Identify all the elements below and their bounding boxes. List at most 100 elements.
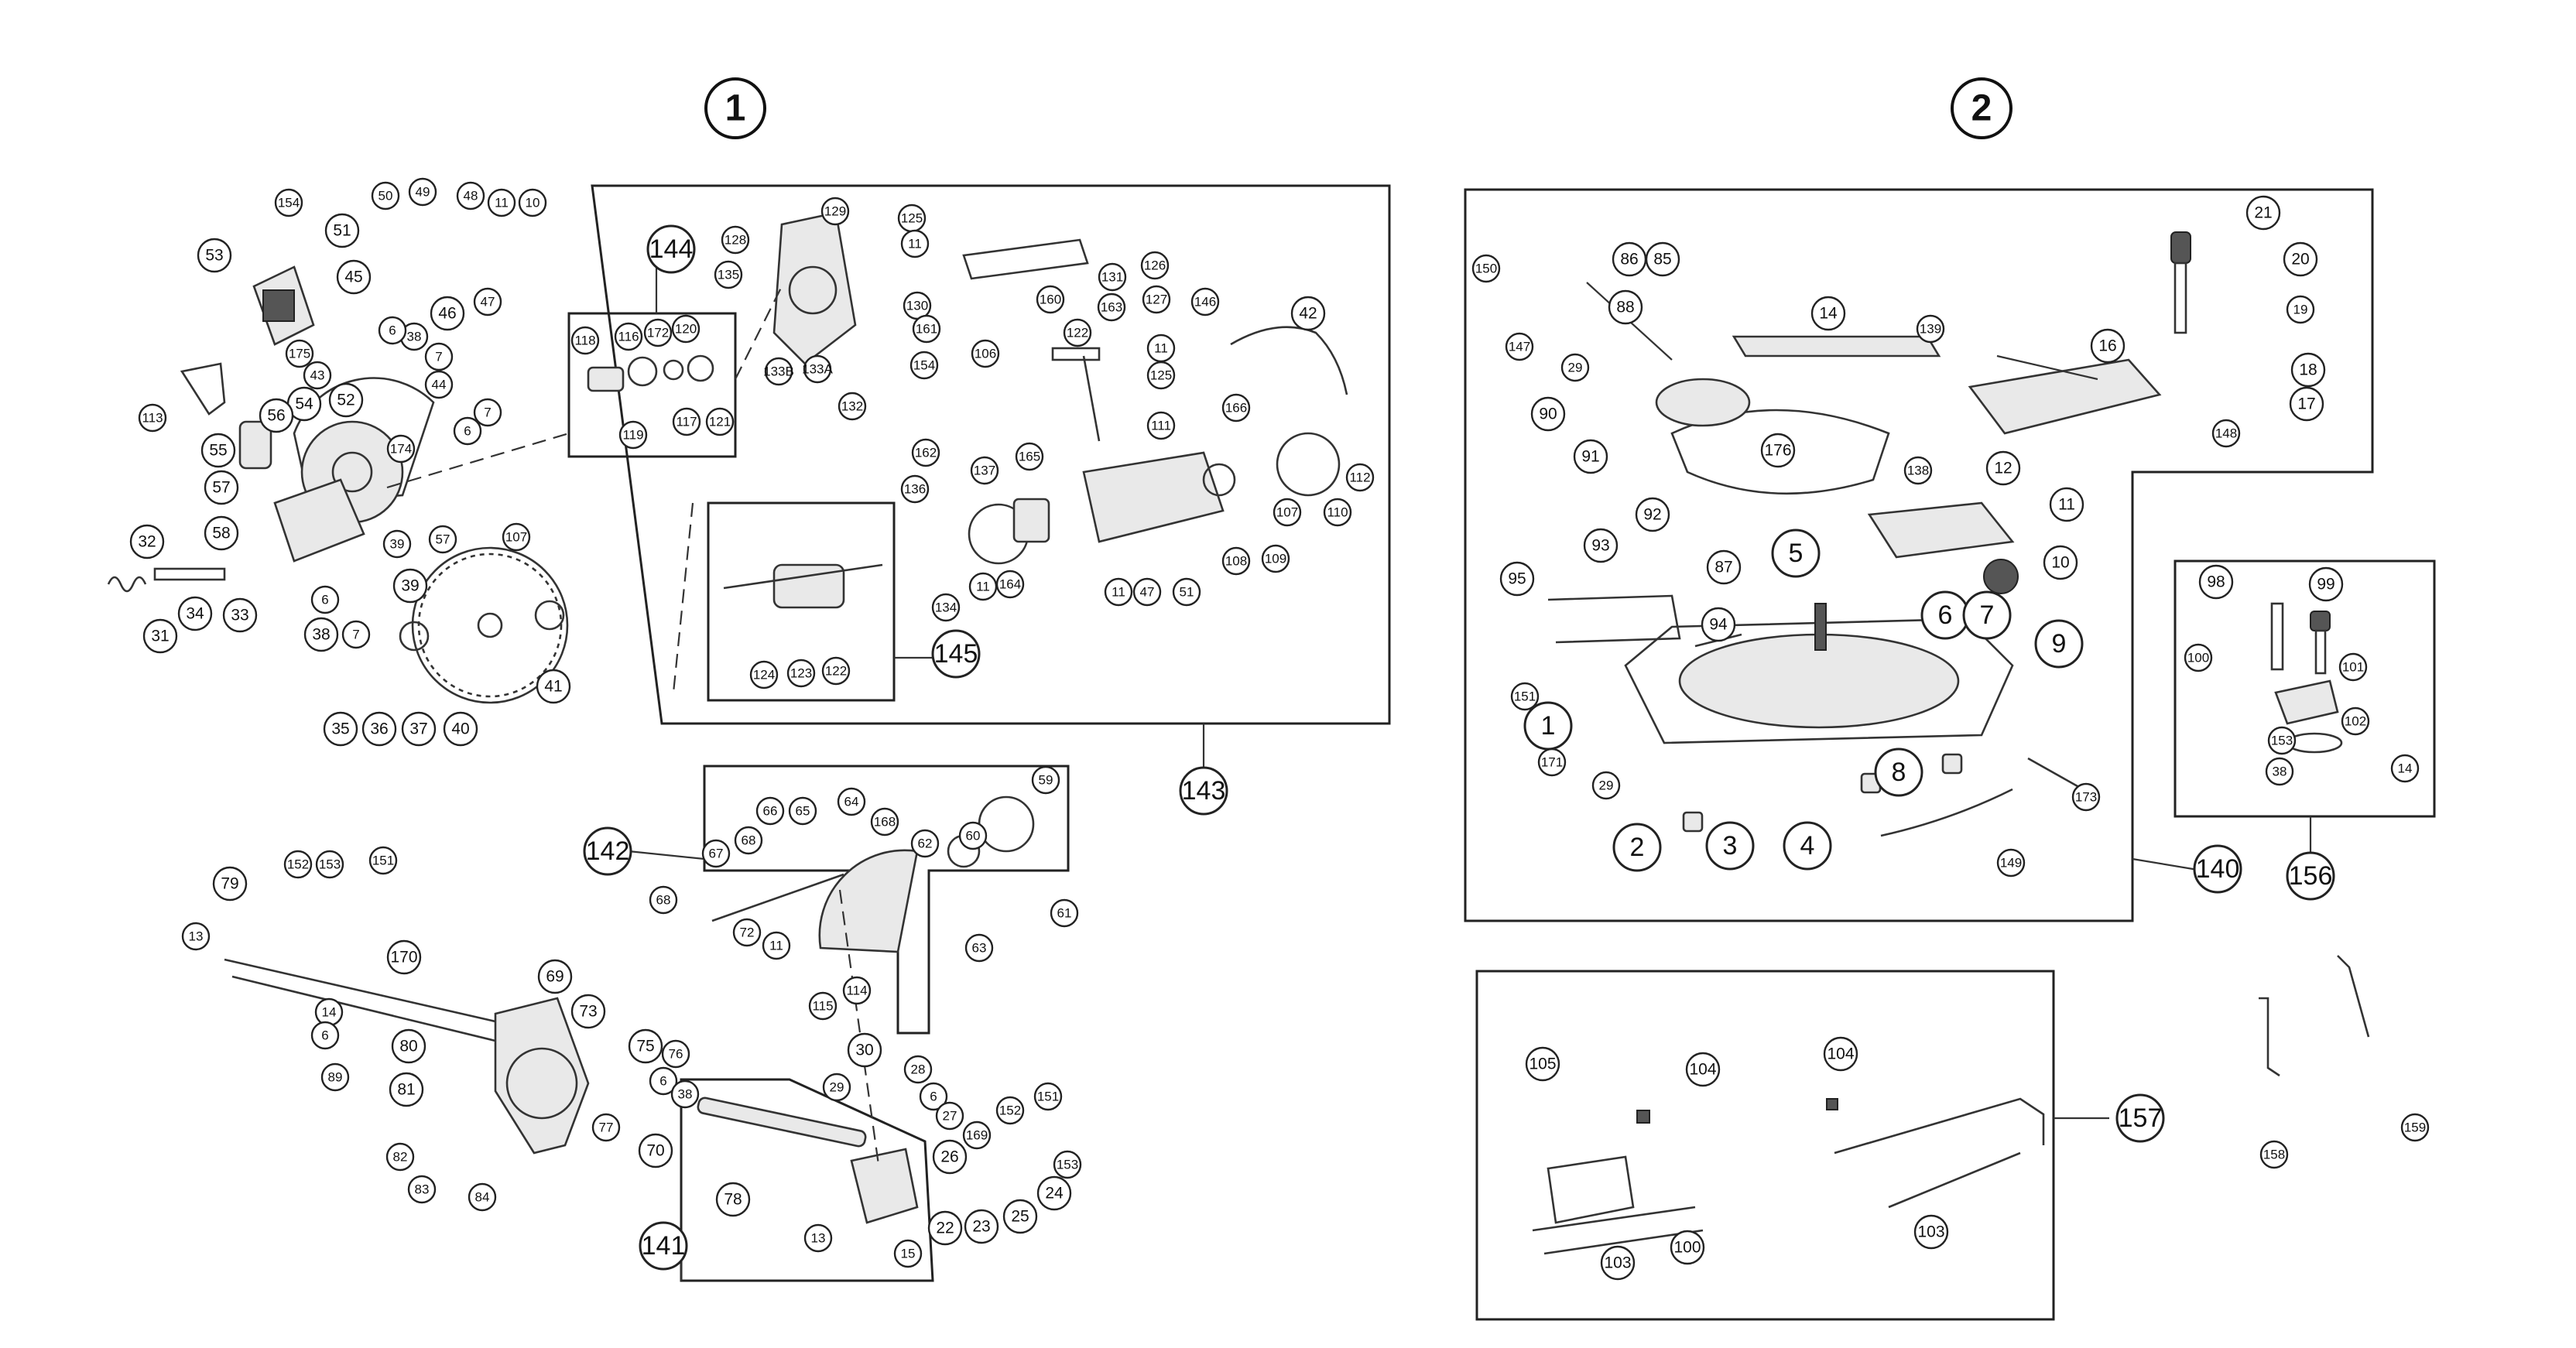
callout-33: 33 xyxy=(222,597,258,633)
callout-number: 90 xyxy=(1539,405,1557,423)
callout-bubble xyxy=(838,392,867,421)
callout-bubble xyxy=(1050,898,1079,928)
callout-number: 11 xyxy=(495,196,509,210)
callout-number: 153 xyxy=(319,857,341,872)
callout-bubble xyxy=(1036,285,1065,314)
callout-number: 95 xyxy=(1508,570,1526,588)
callout-172: 172 xyxy=(643,318,673,347)
callout-bubble xyxy=(1583,528,1619,563)
callout-56: 56 xyxy=(259,398,294,433)
callout-bubble xyxy=(378,316,407,345)
callout-number: 6 xyxy=(659,1074,666,1089)
callout-number: 144 xyxy=(649,234,694,264)
callout-103: 103 xyxy=(1913,1214,1949,1250)
callout-11: 11 xyxy=(487,188,516,217)
callout-77: 77 xyxy=(591,1113,621,1142)
callout-number: 102 xyxy=(2345,714,2366,729)
callout-number: 6 xyxy=(321,1028,328,1043)
callout-6: 6 xyxy=(310,585,340,614)
callout-number: 154 xyxy=(278,196,300,210)
callout-number: 21 xyxy=(2254,204,2272,222)
callout-86: 86 xyxy=(1612,241,1647,277)
callout-number: 107 xyxy=(1276,505,1298,520)
callout-number: 93 xyxy=(1591,537,1609,555)
callout-bubble xyxy=(847,1032,882,1068)
callout-111: 111 xyxy=(1146,411,1176,440)
callout-117: 117 xyxy=(672,407,701,436)
callout-122: 122 xyxy=(1063,318,1092,347)
callout-number: 10 xyxy=(2051,554,2069,572)
callout-bubble xyxy=(591,1113,621,1142)
callout-bubble xyxy=(1172,577,1201,607)
callout-bubble xyxy=(803,1223,833,1253)
callout-80: 80 xyxy=(391,1028,426,1064)
callout-115: 115 xyxy=(808,991,838,1021)
callout-30: 30 xyxy=(847,1032,882,1068)
callout-number: 146 xyxy=(1194,295,1216,310)
callout-bubble xyxy=(786,659,816,688)
callout-148: 148 xyxy=(2211,419,2241,448)
callout-bubble xyxy=(788,796,817,826)
callout-number: 51 xyxy=(1180,585,1194,600)
callout-bubble xyxy=(283,850,313,879)
callout-bubble xyxy=(1874,748,1923,797)
callout-bubble xyxy=(1996,848,2026,878)
callout-55: 55 xyxy=(200,433,236,468)
callout-bubble xyxy=(401,711,437,747)
callout-107: 107 xyxy=(1273,498,1302,527)
callout-number: 29 xyxy=(830,1080,844,1095)
callout-9: 9 xyxy=(2034,619,2084,669)
callout-bubble xyxy=(1063,318,1092,347)
callout-number: 101 xyxy=(2342,660,2364,675)
callout-bubble xyxy=(1573,439,1608,474)
callout-29: 29 xyxy=(1560,353,1590,382)
callout-105: 105 xyxy=(1525,1046,1560,1082)
callout-6: 6 xyxy=(453,416,482,446)
callout-173: 173 xyxy=(2071,782,2101,812)
callout-68: 68 xyxy=(649,885,678,915)
callout-bubble xyxy=(1146,361,1176,390)
callout-40: 40 xyxy=(443,711,478,747)
callout-127: 127 xyxy=(1142,285,1171,314)
callout-bubble xyxy=(893,1239,923,1268)
callout-2: 2 xyxy=(1612,823,1662,872)
callout-143: 143 xyxy=(1179,766,1228,816)
callout-bubble xyxy=(473,287,502,316)
callout-number: 124 xyxy=(753,668,775,683)
callout-154: 154 xyxy=(909,351,939,380)
callout-17: 17 xyxy=(2289,386,2324,422)
callout-number: 62 xyxy=(918,837,933,851)
callout-22: 22 xyxy=(927,1210,963,1246)
callout-166: 166 xyxy=(1221,393,1251,423)
callout-number: 104 xyxy=(1689,1061,1716,1079)
callout-14: 14 xyxy=(314,997,344,1027)
callout-25: 25 xyxy=(1002,1199,1038,1234)
callout-number: 7 xyxy=(484,405,491,420)
callout-number: 5 xyxy=(1789,539,1804,568)
callout-169: 169 xyxy=(962,1120,992,1150)
callout-number: 64 xyxy=(844,795,859,809)
callout-bubble xyxy=(1645,241,1680,277)
callout-number: 126 xyxy=(1144,258,1166,273)
callout-number: 75 xyxy=(636,1038,654,1055)
callout-bubble xyxy=(328,382,364,418)
callout-bubble xyxy=(1036,1175,1072,1211)
callout-50: 50 xyxy=(371,181,400,210)
callout-number: 152 xyxy=(287,857,309,872)
callout-number: 139 xyxy=(1920,322,1941,337)
callout-number: 148 xyxy=(2215,426,2237,441)
callout-103: 103 xyxy=(1600,1245,1636,1281)
callout-bubble xyxy=(1323,498,1352,527)
callout-118: 118 xyxy=(570,326,600,355)
callout-number: 34 xyxy=(186,605,204,623)
callout-29: 29 xyxy=(1591,771,1621,800)
callout-18: 18 xyxy=(2290,352,2326,388)
callout-number: 103 xyxy=(1917,1223,1944,1241)
callout-bubble xyxy=(1685,1052,1721,1087)
callout-102: 102 xyxy=(2341,707,2370,736)
callout-39: 39 xyxy=(392,568,428,604)
callout-bubble xyxy=(1670,1230,1705,1265)
callout-bubble xyxy=(204,515,239,551)
callout-43: 43 xyxy=(303,361,332,390)
callout-bubble xyxy=(2115,1093,2165,1143)
